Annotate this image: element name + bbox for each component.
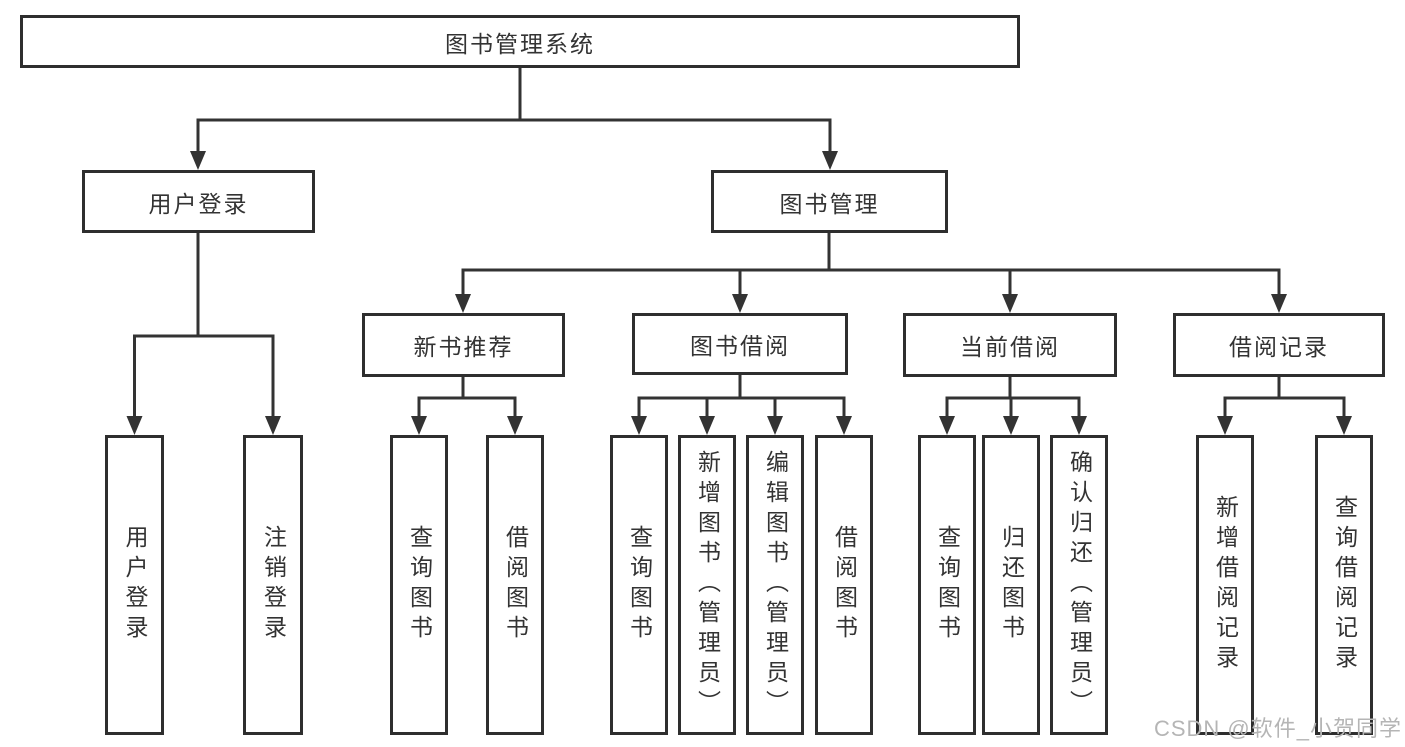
arrowhead-icon <box>265 416 281 435</box>
connector-root-to-level2 <box>190 68 838 170</box>
node-root: 图书管理系统 <box>20 15 1020 68</box>
connector-current-borrow-to-leaves <box>939 377 1087 435</box>
arrowhead-icon <box>822 151 838 170</box>
node-confirm-return-admin: 确认归还（管理员） <box>1050 435 1108 735</box>
connector-borrow-records-to-leaves <box>1217 377 1352 435</box>
arrowhead-icon <box>190 151 206 170</box>
arrowhead-icon <box>1336 416 1352 435</box>
node-current-borrow: 当前借阅 <box>903 313 1117 377</box>
arrowhead-icon <box>507 416 523 435</box>
node-query-books-current: 查询图书 <box>918 435 976 735</box>
arrowhead-icon <box>1217 416 1233 435</box>
arrowhead-icon <box>767 416 783 435</box>
connector-book-management-to-level3 <box>455 233 1287 313</box>
node-return-books: 归还图书 <box>982 435 1040 735</box>
node-borrow-records: 借阅记录 <box>1173 313 1385 377</box>
arrowhead-icon <box>939 416 955 435</box>
arrowhead-icon <box>699 416 715 435</box>
arrowhead-icon <box>126 416 143 435</box>
arrowhead-icon <box>1271 294 1287 313</box>
node-edit-book-admin: 编辑图书（管理员） <box>746 435 804 735</box>
arrowhead-icon <box>631 416 647 435</box>
arrowhead-icon <box>1002 294 1018 313</box>
arrowhead-icon <box>1003 416 1019 435</box>
node-add-book-admin: 新增图书（管理员） <box>678 435 736 735</box>
node-book-management: 图书管理 <box>711 170 948 233</box>
connector-book-borrow-to-leaves <box>631 375 852 435</box>
arrowhead-icon <box>455 294 471 313</box>
connector-new-book-recommend-to-leaves <box>411 377 523 435</box>
node-book-borrow: 图书借阅 <box>632 313 848 375</box>
node-add-borrow-record: 新增借阅记录 <box>1196 435 1254 735</box>
node-query-books-borrow: 查询图书 <box>610 435 668 735</box>
csdn-watermark: CSDN @软件_小贺同学 <box>1153 716 1402 741</box>
node-new-book-recommend: 新书推荐 <box>362 313 565 377</box>
node-query-borrow-record: 查询借阅记录 <box>1315 435 1373 735</box>
arrowhead-icon <box>732 294 748 313</box>
node-user-login-leaf: 用户登录 <box>105 435 164 735</box>
arrowhead-icon <box>411 416 427 435</box>
node-borrow-books-recommend: 借阅图书 <box>486 435 544 735</box>
node-borrow-books-leaf: 借阅图书 <box>815 435 873 735</box>
node-user-login: 用户登录 <box>82 170 315 233</box>
arrowhead-icon <box>836 416 852 435</box>
node-query-books-recommend: 查询图书 <box>390 435 448 735</box>
arrowhead-icon <box>1071 416 1087 435</box>
connector-user-login-to-leaves <box>126 233 281 435</box>
node-logout-leaf: 注销登录 <box>243 435 303 735</box>
